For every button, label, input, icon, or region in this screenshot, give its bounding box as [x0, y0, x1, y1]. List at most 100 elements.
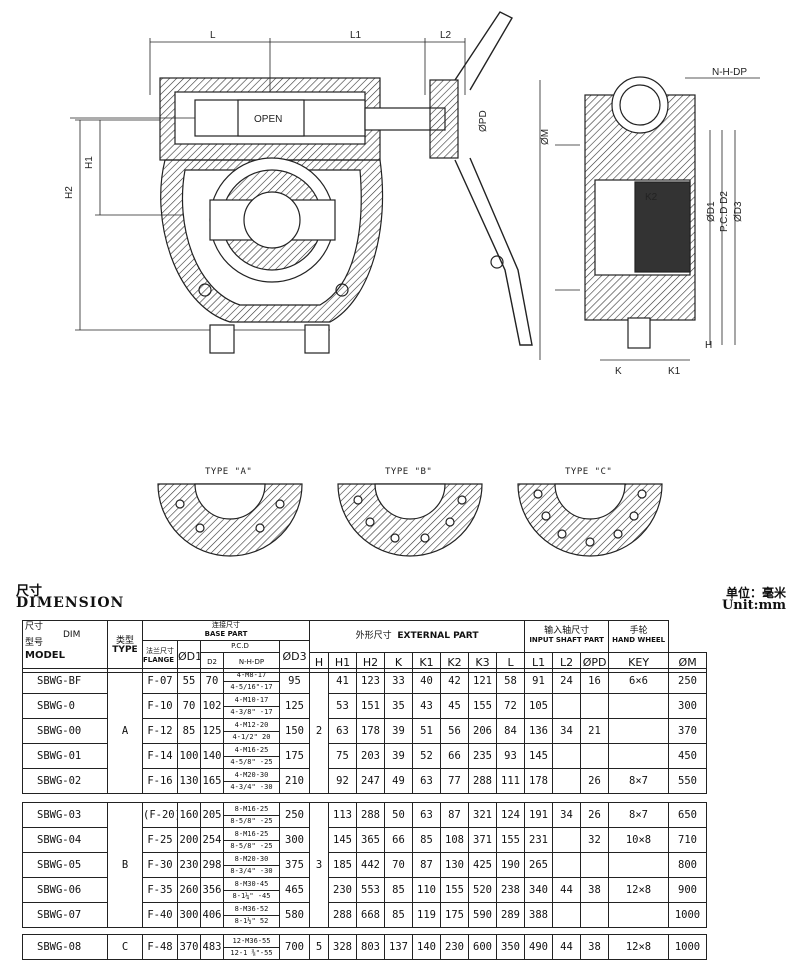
h1-cell: 92	[328, 768, 357, 794]
nhdp-line: 4-3/4" -30	[224, 780, 279, 793]
nhdp-line: 8-M30-45	[234, 879, 269, 888]
d1-cell: 55	[177, 668, 201, 694]
corner-dim-zh: 尺寸	[25, 622, 44, 632]
type-b-label: TYPE "B"	[385, 467, 432, 477]
l-cell: 84	[496, 718, 525, 744]
key-cell: 10×8	[608, 827, 669, 853]
key-cell: 6×6	[608, 668, 669, 694]
k-cell: 39	[384, 743, 413, 769]
k2-cell: 87	[440, 802, 469, 828]
h2-cell: 365	[356, 827, 385, 853]
h1-cell: 41	[328, 668, 357, 694]
nhdp-line: 8-1¼" -45	[224, 889, 279, 902]
k2-cell: 42	[440, 668, 469, 694]
pd-cell	[580, 852, 609, 878]
pcd-header: P.C.D	[200, 639, 280, 653]
d2-cell: 406	[200, 902, 224, 928]
h1-cell: 53	[328, 693, 357, 719]
nhdp-line: 4-M10-17	[234, 695, 269, 704]
m-cell: 300	[668, 693, 707, 719]
dim-label-k1: K1	[668, 366, 681, 377]
l-cell: 289	[496, 902, 525, 928]
d2-cell: 102	[200, 693, 224, 719]
input-shaft-en: INPUT SHAFT PART	[529, 636, 604, 645]
flange-type-a	[157, 483, 303, 557]
flange-cell: F-48	[142, 934, 178, 960]
model-cell: SBWG-03	[22, 802, 108, 828]
m-cell: 370	[668, 718, 707, 744]
key-cell	[608, 852, 669, 878]
type-a-label: TYPE "A"	[205, 467, 252, 477]
dim-label-l2: L2	[440, 30, 452, 41]
l-cell: 111	[496, 768, 525, 794]
dim-label-l1: L1	[350, 30, 362, 41]
key-cell	[608, 693, 669, 719]
nhdp-line: 8-3/4" -30	[224, 864, 279, 877]
d2-cell: 298	[200, 852, 224, 878]
l-cell: 155	[496, 827, 525, 853]
k3-cell: 155	[468, 693, 497, 719]
m-cell: 250	[668, 668, 707, 694]
pd-cell: 16	[580, 668, 609, 694]
l-cell: 93	[496, 743, 525, 769]
k-cell: 85	[384, 877, 413, 903]
dim-label-h2: H2	[64, 186, 75, 199]
l-cell: 190	[496, 852, 525, 878]
open-label: OPEN	[254, 114, 282, 125]
k2-cell: 130	[440, 852, 469, 878]
k1-cell: 85	[412, 827, 441, 853]
nhdp-line: 4-3/8" -17	[224, 705, 279, 718]
l1-cell: 145	[524, 743, 553, 769]
flange-cell: (F-20)	[142, 802, 178, 828]
k2-cell: 77	[440, 768, 469, 794]
l1-cell: 91	[524, 668, 553, 694]
pd-cell: 26	[580, 768, 609, 794]
l2-cell	[552, 693, 581, 719]
flange-cell: F-07	[142, 668, 178, 694]
l1-cell: 105	[524, 693, 553, 719]
pd-cell	[580, 902, 609, 928]
l-cell: 238	[496, 877, 525, 903]
base-part-zh: 连接尺寸	[212, 621, 241, 629]
key-cell: 12×8	[608, 877, 669, 903]
model-label-zh: 型号	[25, 638, 44, 648]
k1-cell: 110	[412, 877, 441, 903]
d3-cell: 210	[279, 768, 310, 794]
flange-cell: F-30	[142, 852, 178, 878]
d1-cell: 370	[177, 934, 201, 960]
k-cell: 39	[384, 718, 413, 744]
k-cell: 85	[384, 902, 413, 928]
dim-label-d3: ØD3	[733, 201, 744, 222]
flange-cell: F-10	[142, 693, 178, 719]
k3-cell: 206	[468, 718, 497, 744]
key-cell: 12×8	[608, 934, 669, 960]
type-cell: C	[107, 934, 143, 960]
nhdp-line: 12-1 ⅜"-55	[224, 946, 279, 959]
k-cell: 35	[384, 693, 413, 719]
k3-cell: 425	[468, 852, 497, 878]
k3-cell: 371	[468, 827, 497, 853]
model-cell: SBWG-06	[22, 877, 108, 903]
l2-cell	[552, 827, 581, 853]
k3-cell: 121	[468, 668, 497, 694]
h2-cell: 803	[356, 934, 385, 960]
k2-cell: 155	[440, 877, 469, 903]
l1-cell: 178	[524, 768, 553, 794]
d1-cell: 230	[177, 852, 201, 878]
pd-cell: 38	[580, 877, 609, 903]
unit-label-en: Unit:mm	[721, 598, 786, 613]
l2-cell	[552, 902, 581, 928]
input-shaft-zh: 输入轴尺寸	[544, 626, 590, 636]
h2-cell: 442	[356, 852, 385, 878]
